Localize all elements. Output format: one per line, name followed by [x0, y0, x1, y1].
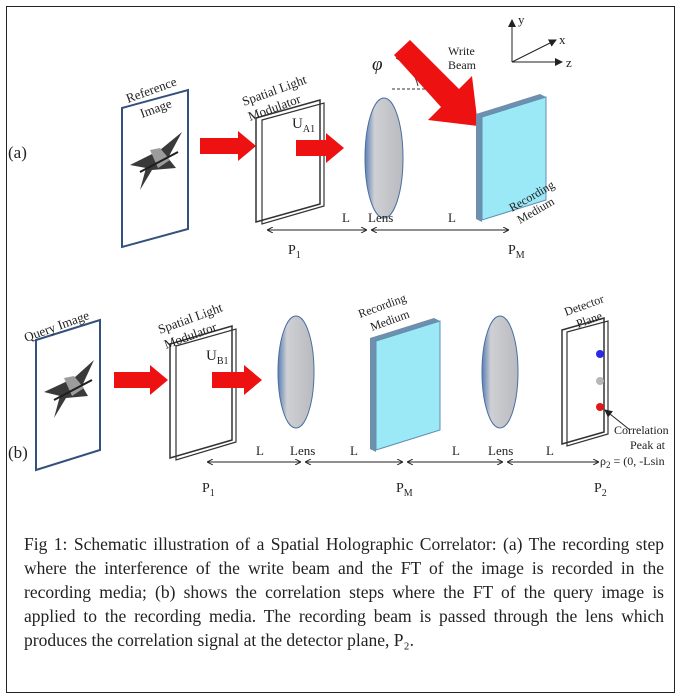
- panel-label-b: (b): [8, 443, 28, 462]
- lens-a: [364, 97, 404, 219]
- plane-p1-a: P1: [288, 243, 301, 261]
- lens-b2-label: Lens: [488, 443, 513, 458]
- axis-z-label: z: [566, 55, 572, 70]
- write-beam-label-line1: Write: [448, 44, 475, 58]
- distance-b-3-label: L: [452, 443, 460, 458]
- correlation-label-line2: Peak at: [630, 438, 666, 452]
- holographic-correlator-diagram: (a) Reference Image Spatial Light Modula…: [8, 12, 669, 499]
- plane-p1-b: P1: [202, 481, 215, 499]
- figure-caption: Fig 1: Schematic illustration of a Spati…: [24, 534, 664, 650]
- aircraft-icon: [130, 132, 182, 190]
- detector-dot-correlation-peak: [596, 403, 604, 411]
- recording-medium-b: [370, 318, 441, 452]
- axis-y-label: y: [518, 12, 525, 27]
- distance-a-right-label: L: [448, 210, 456, 225]
- write-beam: [394, 40, 478, 126]
- spatial-light-modulator-b: [169, 325, 237, 461]
- spatial-light-modulator-a: [255, 99, 325, 225]
- detector-plane: [561, 317, 631, 447]
- figure-frame: [6, 6, 675, 693]
- modulated-beam-a: [296, 133, 344, 163]
- plane-pm-b: PM: [396, 481, 413, 499]
- distance-b-4-label: L: [546, 443, 554, 458]
- aircraft-icon: [44, 360, 94, 418]
- lens-b1: [277, 315, 315, 429]
- recording-medium-a: [476, 94, 547, 222]
- lens-a-label: Lens: [368, 210, 393, 225]
- distance-b-2-label: L: [350, 443, 358, 458]
- distance-a-left-label: L: [342, 210, 350, 225]
- input-beam-a: [200, 131, 256, 161]
- part-b: (b) Query Image Spatial Light Modulator …: [8, 291, 669, 499]
- correlation-position: ρ2 = (0, -Lsin: [600, 454, 665, 470]
- axis-x-label: x: [559, 32, 566, 47]
- input-beam-b: [114, 365, 168, 395]
- distance-b-1-label: L: [256, 443, 264, 458]
- query-image-plane: [35, 318, 101, 472]
- field-label-ub1: UB1: [206, 348, 229, 367]
- phi-symbol: φ: [372, 54, 383, 75]
- lens-b2: [481, 315, 519, 429]
- coordinate-axes: y x z: [508, 12, 572, 70]
- panel-label-a: (a): [8, 143, 27, 162]
- modulated-beam-b: [212, 365, 262, 395]
- reference-image-plane: [121, 88, 189, 249]
- detector-dot-top: [596, 350, 604, 358]
- write-beam-label-line2: Beam: [448, 58, 477, 72]
- plane-pm-a: PM: [508, 243, 525, 261]
- lens-b1-label: Lens: [290, 443, 315, 458]
- plane-p2-b: P2: [594, 481, 607, 499]
- correlation-pointer: [604, 409, 631, 431]
- correlation-label-line1: Correlation: [614, 423, 669, 437]
- detector-dot-middle: [596, 377, 604, 385]
- part-a: (a) Reference Image Spatial Light Modula…: [8, 12, 572, 261]
- field-label-ua1: UA1: [292, 116, 315, 135]
